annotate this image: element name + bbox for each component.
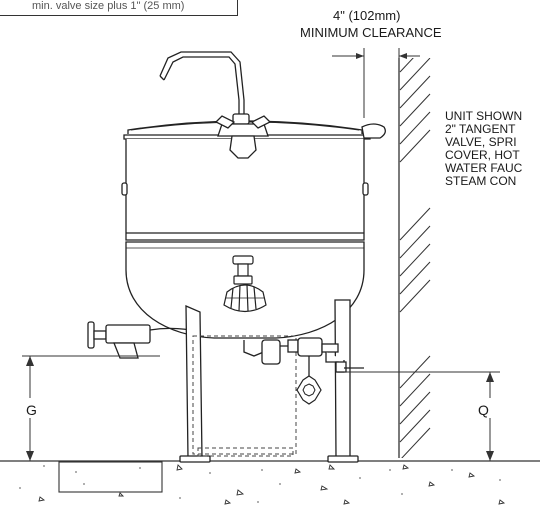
steam-connection xyxy=(243,337,364,405)
unit-note-line: STEAM CON xyxy=(445,174,517,188)
q-dimension-label: Q xyxy=(478,402,489,418)
g-dimension xyxy=(22,355,160,461)
unit-note-line: 2" TANGENT xyxy=(445,122,516,136)
floor-dots xyxy=(19,465,501,503)
wall xyxy=(398,58,431,458)
install-note: min. valve size plus 1" (25 mm) xyxy=(32,0,185,12)
unit-note-line: WATER FAUC xyxy=(445,161,523,175)
kettle-legs xyxy=(179,299,359,463)
unit-note-line: UNIT SHOWN xyxy=(445,109,523,123)
floor-drain xyxy=(58,461,163,493)
floor-speckle xyxy=(38,464,506,505)
clearance-caption: MINIMUM CLEARANCE xyxy=(300,25,442,40)
drain-pan-outline xyxy=(192,335,297,455)
unit-shown-note: UNIT SHOWN 2" TANGENT VALVE, SPRI COVER,… xyxy=(445,110,522,188)
water-faucet xyxy=(159,51,272,159)
q-dimension xyxy=(344,371,500,461)
kettle-upper-body xyxy=(121,139,369,241)
g-dimension-label: G xyxy=(26,402,37,418)
draw-off-valve xyxy=(87,321,201,359)
pressure-gauge xyxy=(232,255,254,285)
clearance-dimension-label: 4" (102mm) xyxy=(333,8,401,23)
install-note-box xyxy=(0,0,238,16)
clearance-dimension xyxy=(332,48,420,118)
unit-note-line: COVER, HOT xyxy=(445,148,520,162)
safety-valve xyxy=(223,284,267,313)
unit-note-line: VALVE, SPRI xyxy=(445,135,517,149)
